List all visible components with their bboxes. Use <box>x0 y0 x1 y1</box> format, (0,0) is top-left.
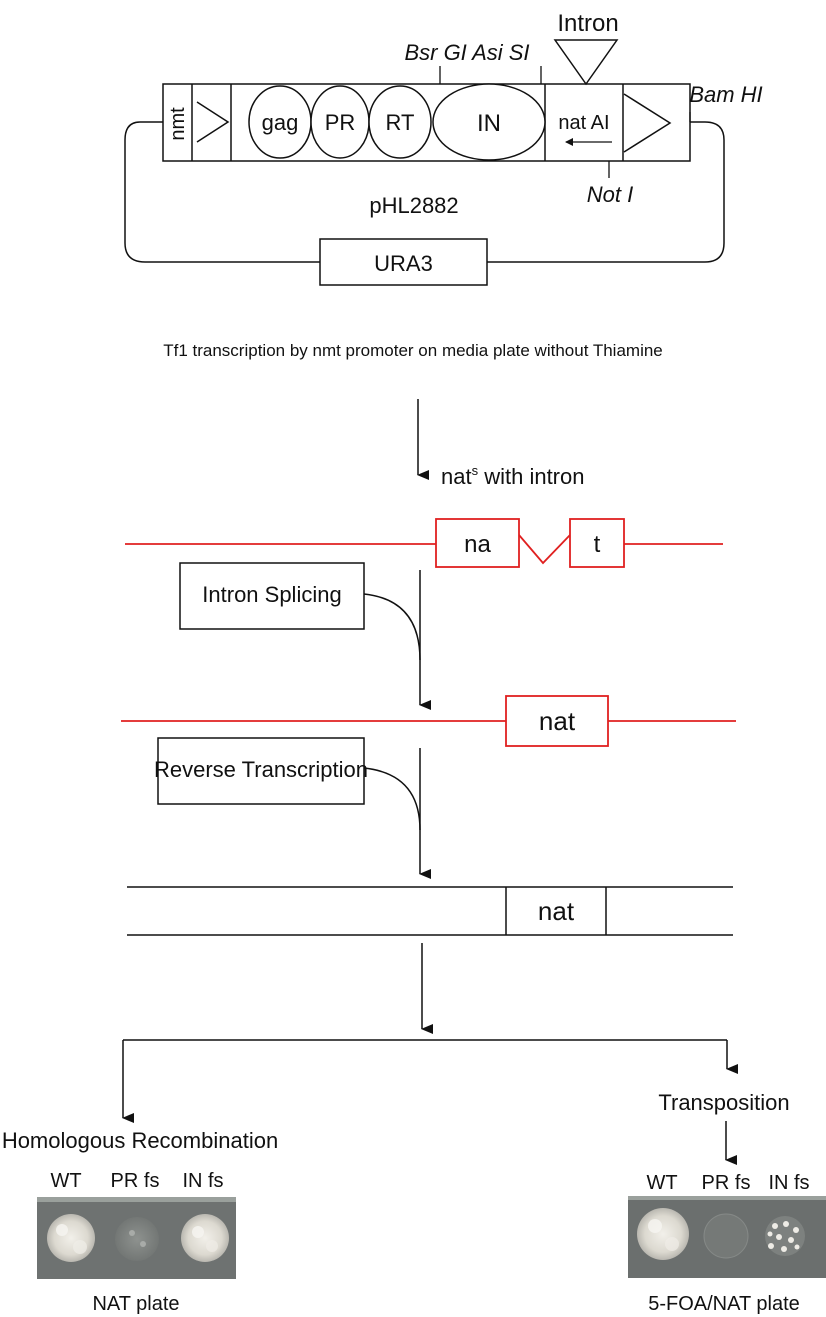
rt-label: RT <box>386 110 415 135</box>
bsr-asi-sites-label: Bsr GI Asi SI <box>404 40 529 65</box>
intron-splice-line <box>519 535 570 563</box>
homologous-recombination-panel: Homologous Recombination WT PR fs IN fs … <box>2 1128 278 1315</box>
left-col-wt: WT <box>50 1170 81 1192</box>
colony-in-fs-left <box>181 1214 229 1262</box>
left-col-in-fs: IN fs <box>182 1170 223 1192</box>
right-col-pr-fs: PR fs <box>702 1172 751 1194</box>
right-col-in-fs: IN fs <box>768 1172 809 1194</box>
intron-label: Intron <box>557 10 618 37</box>
ura3-label: URA3 <box>374 251 433 276</box>
cdna: nat <box>127 887 733 935</box>
plasmid-map: URA3 nmt gag PR RT IN nat AI Intron Bsr … <box>125 10 763 285</box>
cdna-nat-label: nat <box>538 896 575 926</box>
reverse-transcription-label: Reverse Transcription <box>154 757 368 782</box>
exon-left-label: na <box>464 531 491 558</box>
5foa-nat-plate-label: 5-FOA/NAT plate <box>648 1293 800 1315</box>
exon-right-label: t <box>594 531 601 558</box>
homologous-recombination-title: Homologous Recombination <box>2 1128 278 1153</box>
intron-splicing-label: Intron Splicing <box>202 582 341 607</box>
nat-plate-label: NAT plate <box>92 1293 179 1315</box>
colony-pr-fs-left <box>115 1217 159 1261</box>
nat-ai-label: nat AI <box>558 112 609 134</box>
nat-with-intron-suffix: with intron <box>478 464 584 489</box>
transposition-label: Transposition <box>658 1090 789 1115</box>
not-i-site-label: Not I <box>587 182 633 207</box>
nmt-label: nmt <box>167 107 189 141</box>
plasmid-name: pHL2882 <box>369 193 458 218</box>
colony-pr-fs-right <box>704 1214 748 1258</box>
transcription-caption: Tf1 transcription by nmt promoter on med… <box>163 341 663 360</box>
left-col-pr-fs: PR fs <box>111 1170 160 1192</box>
intron-triangle-icon <box>555 40 617 84</box>
gag-label: gag <box>262 110 299 135</box>
nat-with-intron-prefix: nat <box>441 464 472 489</box>
in-label: IN <box>477 110 501 137</box>
transposition-panel: Transposition WT PR fs IN fs 5-FOA/NAT p… <box>628 1090 826 1315</box>
bam-hi-site-label: Bam HI <box>689 82 762 107</box>
nat-with-intron-label: nats with intron <box>441 463 584 489</box>
pre-mrna: na t <box>125 519 723 567</box>
colony-wt-left <box>47 1214 95 1262</box>
colony-wt-right <box>637 1208 689 1260</box>
pr-label: PR <box>325 110 356 135</box>
right-col-wt: WT <box>646 1172 677 1194</box>
colony-in-fs-right <box>765 1216 805 1256</box>
spliced-nat-label: nat <box>539 706 576 736</box>
